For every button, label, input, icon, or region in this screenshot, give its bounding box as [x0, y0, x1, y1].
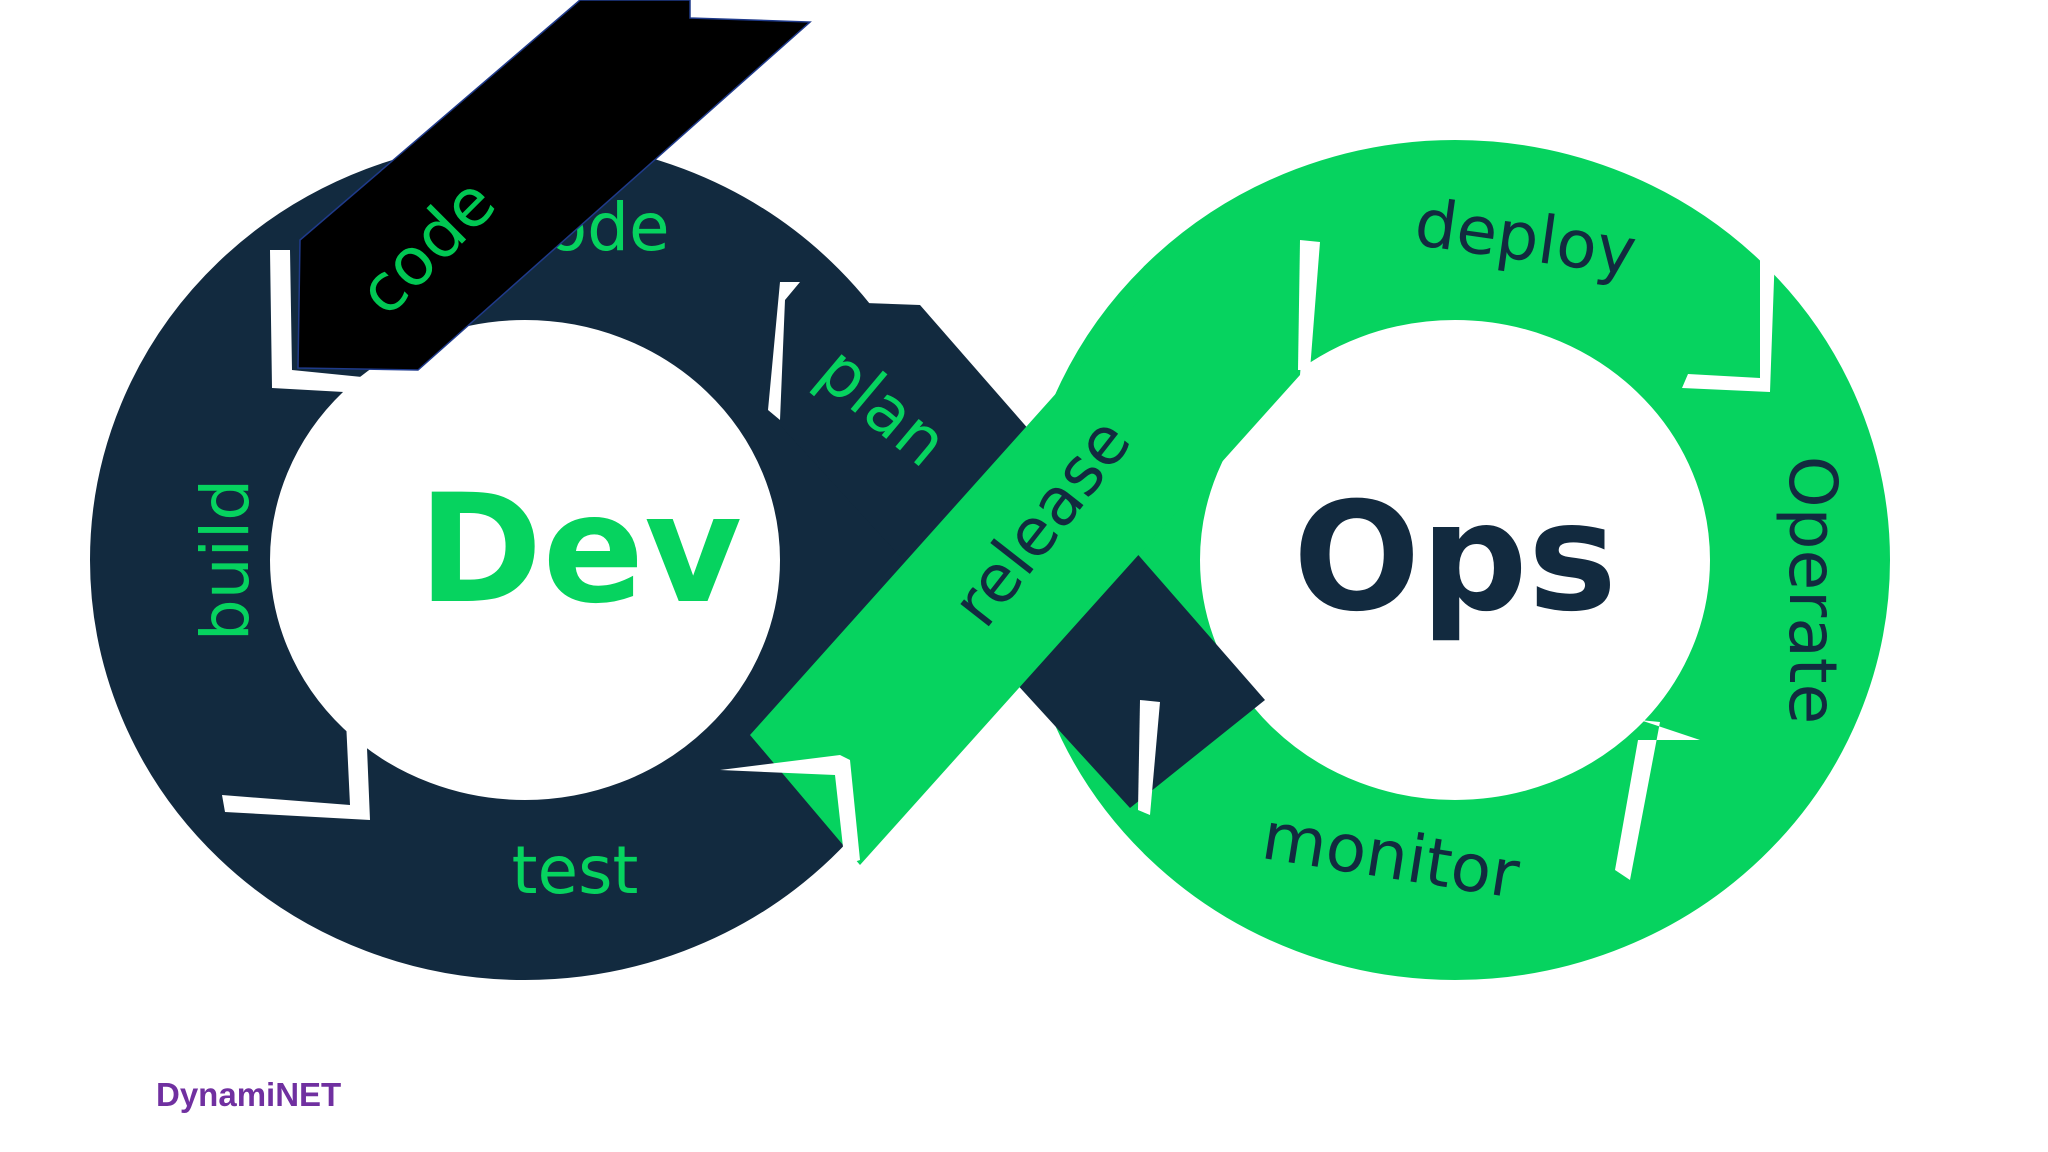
code-banner [297, 0, 812, 371]
dev-center-label: Dev [418, 463, 742, 637]
ops-loop-hole [1230, 345, 1670, 775]
stage-label-test: test [512, 832, 639, 909]
ops-crossing-band [750, 255, 1310, 865]
stage-label-build: build [187, 479, 264, 641]
segment-separators [222, 240, 1775, 880]
ops-center-label: Ops [1293, 471, 1617, 645]
dev-loop-hole [310, 345, 760, 775]
brand-logo-text: DynamiNET [156, 1076, 342, 1113]
stage-label-operate: Operate [1774, 456, 1851, 725]
